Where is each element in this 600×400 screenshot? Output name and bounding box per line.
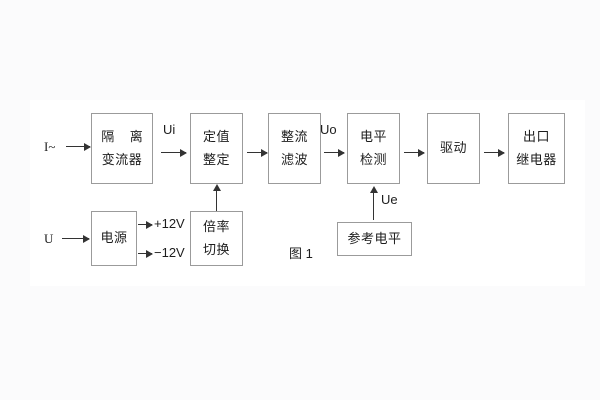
input-current-label: I~ [44,139,56,154]
block-output-relay[interactable]: 出口 继电器 [508,113,565,184]
block-level-detect-line1: 电平 [359,128,387,144]
block-isolation-transformer-line2: 变流器 [101,151,143,167]
block-ratio-switch-line1: 倍率 [202,218,230,234]
block-rectify-filter-line2: 滤波 [280,151,308,167]
arrow-power-supply-negative [138,249,153,258]
block-isolation-transformer[interactable]: 隔 离 变流器 [91,113,153,184]
block-rectify-filter[interactable]: 整流 滤波 [268,113,321,184]
arrow-input-current-to-isolation [66,142,91,151]
arrow-isolation-to-setting [161,148,187,157]
arrow-reference-level-to-level-detect [369,186,378,220]
block-output-relay-line1: 出口 [522,128,550,144]
arrow-setting-to-rectify [247,148,268,157]
supply-positive-label: +12V [154,216,185,231]
block-drive[interactable]: 驱动 [427,113,480,184]
block-rectify-filter-line1: 整流 [280,128,308,144]
block-power-supply-line1: 电源 [100,230,128,246]
block-ratio-switch[interactable]: 倍率 切换 [190,211,243,266]
input-voltage-label: U [44,231,54,246]
signal-ue-label: Ue [381,192,398,207]
signal-uo-label: Uo [320,122,337,137]
block-reference-level[interactable]: 参考电平 [337,222,412,256]
block-isolation-transformer-line1: 隔 离 [101,128,149,144]
arrow-power-supply-positive [138,220,153,229]
arrow-drive-to-output-relay [484,148,505,157]
arrow-level-detect-to-drive [404,148,425,157]
arrow-input-voltage-to-power-supply [62,234,90,243]
block-level-detect[interactable]: 电平 检测 [347,113,400,184]
block-reference-level-line1: 参考电平 [347,230,402,246]
arrow-rectify-to-level-detect [324,148,345,157]
signal-ui-label: Ui [163,122,176,137]
block-setting-adjust-line2: 整定 [202,151,230,167]
block-setting-adjust-line1: 定值 [202,128,230,144]
supply-negative-label: −12V [154,245,185,260]
block-ratio-switch-line2: 切换 [202,241,230,257]
figure-caption: 图 1 [289,246,313,261]
block-setting-adjust[interactable]: 定值 整定 [190,113,243,184]
block-power-supply[interactable]: 电源 [91,211,137,266]
block-drive-line1: 驱动 [439,140,467,156]
block-output-relay-line2: 继电器 [516,151,557,167]
arrow-ratio-switch-to-setting [212,184,221,211]
block-level-detect-line2: 检测 [359,151,387,167]
